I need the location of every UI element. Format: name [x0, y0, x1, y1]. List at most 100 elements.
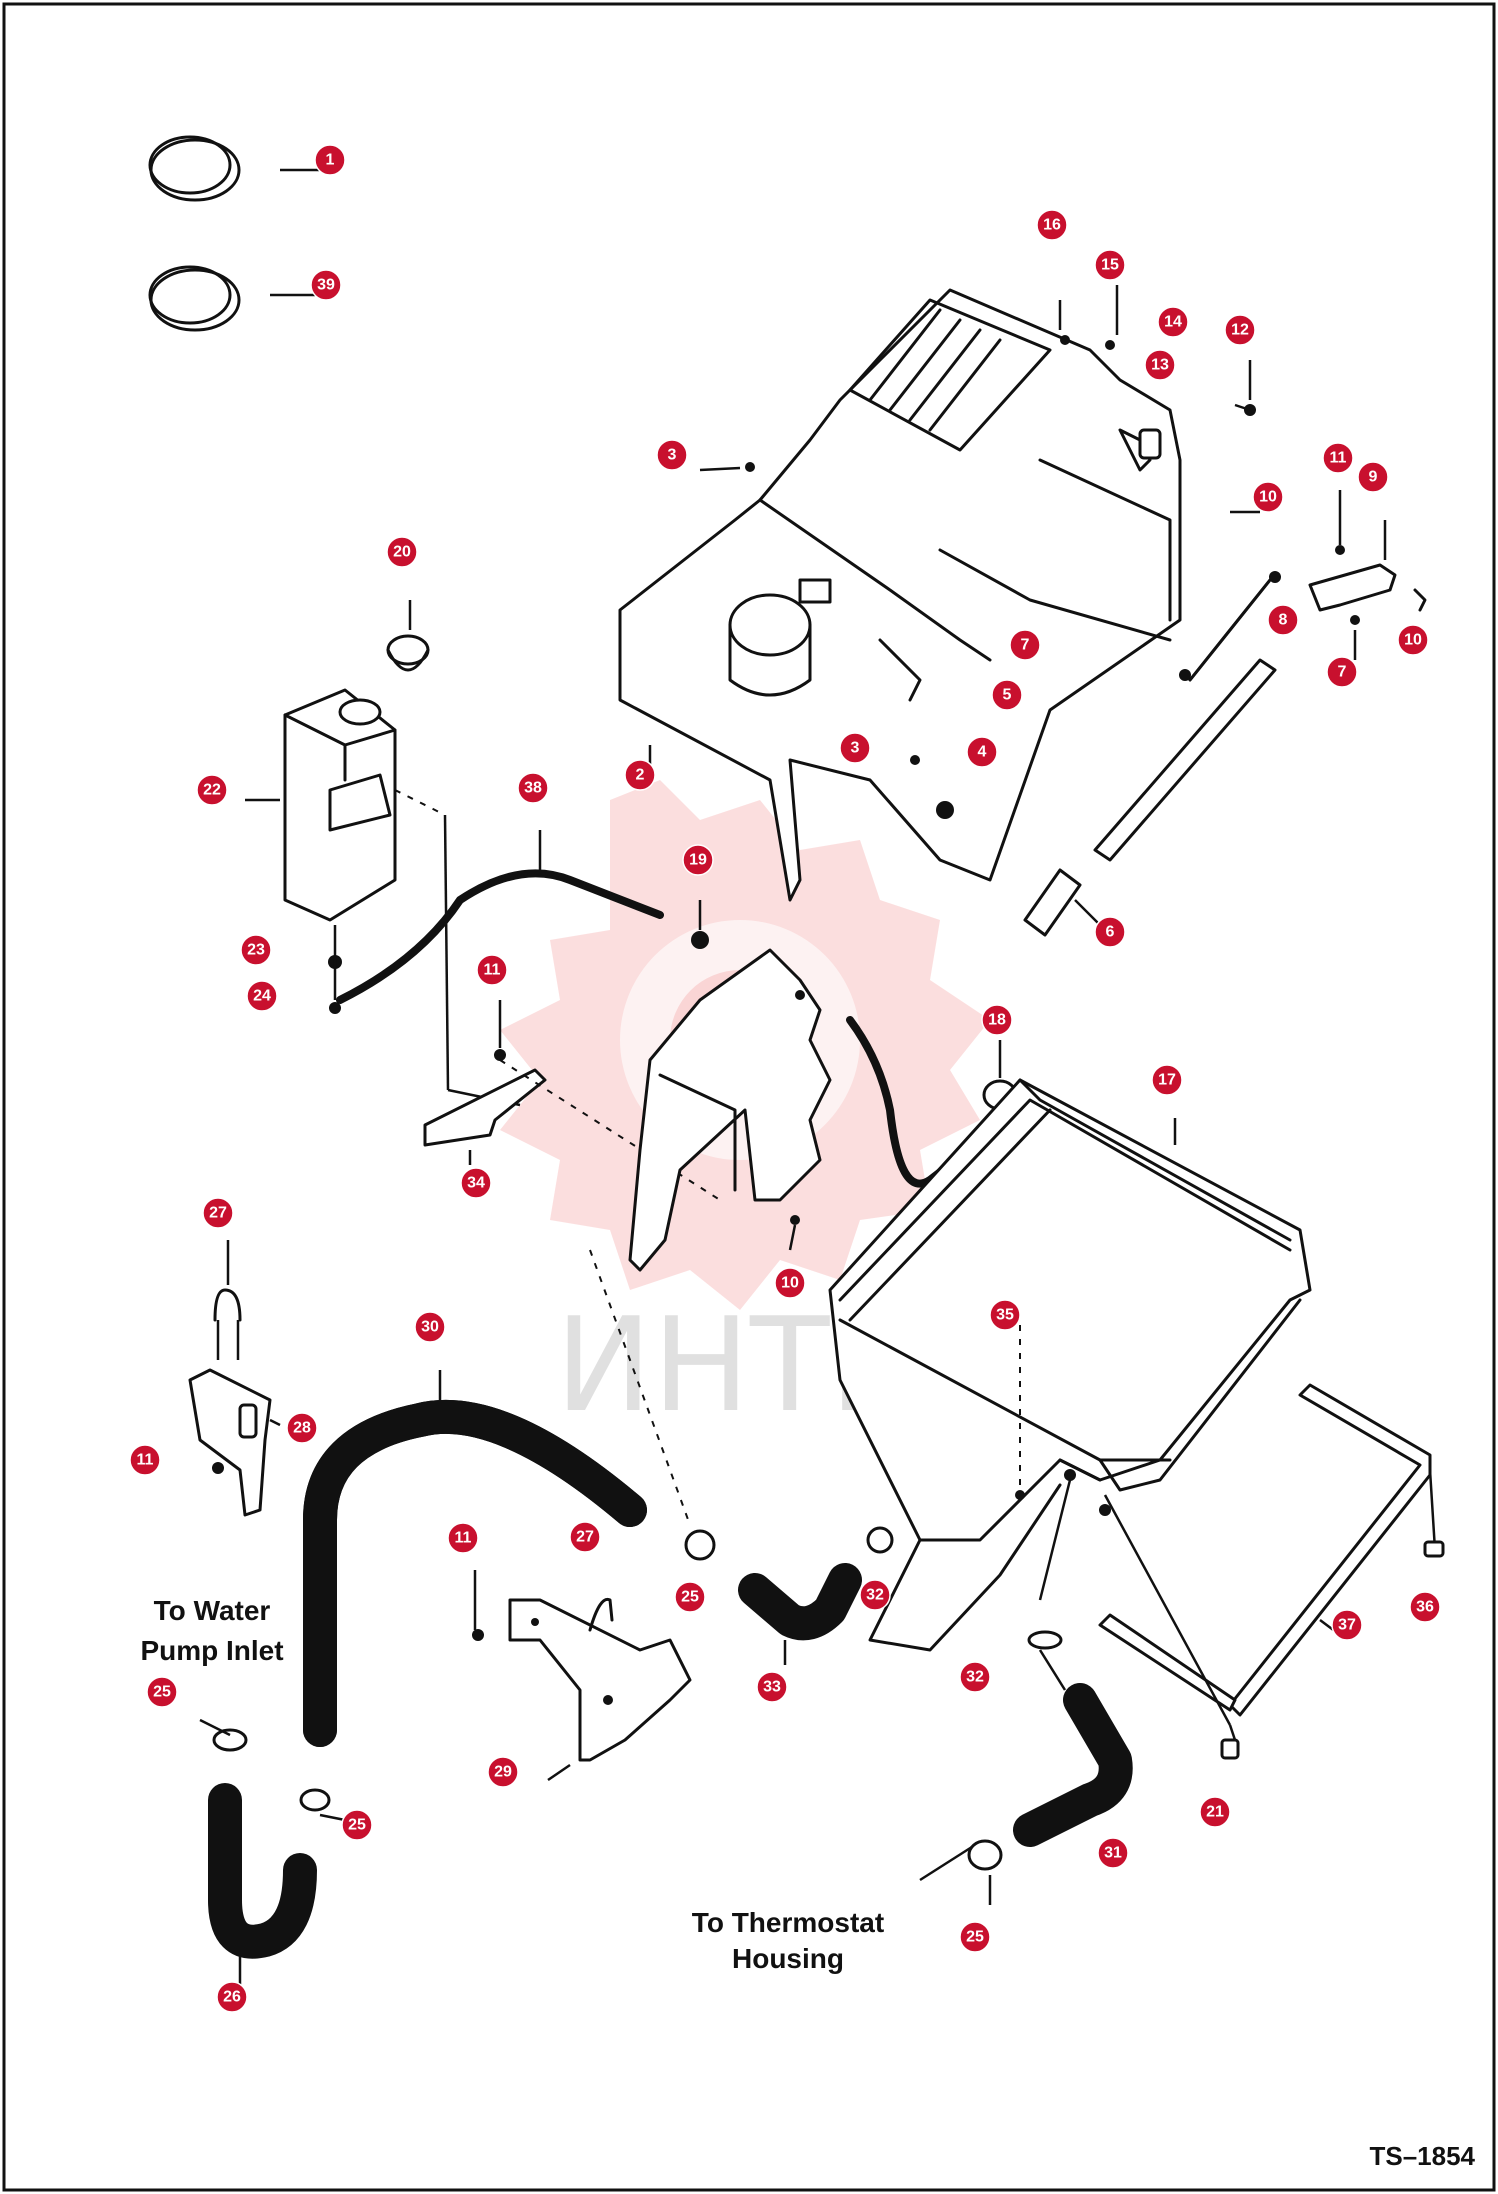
water-pump-inlet-label: To Water Pump Inlet [140, 1595, 283, 1666]
callout-7b: 7 [1326, 656, 1358, 688]
callout-3b: 3 [839, 732, 871, 764]
svg-text:1: 1 [326, 152, 335, 169]
svg-text:25: 25 [153, 1684, 171, 1701]
callout-9: 9 [1357, 461, 1389, 493]
callout-17: 17 [1151, 1064, 1183, 1096]
svg-text:27: 27 [209, 1205, 227, 1222]
upper-radiator-hose [303, 1370, 647, 1747]
svg-text:30: 30 [421, 1319, 439, 1336]
callout-26: 26 [216, 1981, 248, 2013]
svg-text:2: 2 [636, 767, 645, 784]
hose-bracket-29 [472, 1570, 692, 1782]
svg-text:10: 10 [781, 1275, 799, 1292]
svg-text:36: 36 [1416, 1599, 1434, 1616]
drawing-reference-number: TS–1854 [1369, 2141, 1475, 2171]
svg-text:31: 31 [1104, 1845, 1122, 1862]
callout-14: 14 [1157, 306, 1189, 338]
svg-text:24: 24 [253, 988, 271, 1005]
thermostat-housing-label: To Thermostat Housing [692, 1907, 884, 1974]
callout-11d: 11 [447, 1522, 479, 1554]
radiator [828, 1078, 1312, 1652]
callout-27b: 27 [569, 1521, 601, 1553]
svg-text:26: 26 [223, 1989, 241, 2006]
callout-12: 12 [1224, 314, 1256, 346]
callout-4: 4 [966, 736, 998, 768]
svg-text:To Thermostat: To Thermostat [692, 1907, 884, 1938]
svg-text:16: 16 [1043, 217, 1061, 234]
callout-34: 34 [460, 1167, 492, 1199]
hose-coil-39 [148, 265, 315, 332]
svg-text:3: 3 [668, 447, 677, 464]
svg-text:38: 38 [524, 780, 542, 797]
callout-8: 8 [1267, 604, 1299, 636]
svg-text:11: 11 [484, 962, 501, 979]
svg-text:8: 8 [1279, 612, 1288, 629]
callout-29: 29 [487, 1756, 519, 1788]
callout-11b: 11 [476, 954, 508, 986]
svg-text:10: 10 [1259, 489, 1277, 506]
shroud-bracket [1179, 490, 1427, 682]
callout-28: 28 [286, 1412, 318, 1444]
svg-text:22: 22 [203, 782, 221, 799]
hose-clip-bracket [423, 1000, 721, 1201]
callout-32a: 32 [859, 1579, 891, 1611]
hose-bracket-28 [188, 1240, 281, 1517]
svg-text:20: 20 [393, 544, 411, 561]
callout-23: 23 [240, 934, 272, 966]
radiator-bottom-bracket [1038, 1383, 1445, 1760]
svg-text:6: 6 [1106, 924, 1115, 941]
callout-22: 22 [196, 774, 228, 806]
callout-13: 13 [1144, 349, 1176, 381]
svg-text:12: 12 [1231, 322, 1249, 339]
callout-33: 33 [756, 1671, 788, 1703]
svg-text:11: 11 [137, 1452, 154, 1469]
svg-text:32: 32 [866, 1587, 884, 1604]
callout-39: 39 [310, 269, 342, 301]
hose-coil-1 [148, 135, 325, 202]
callout-36: 36 [1409, 1591, 1441, 1623]
svg-text:25: 25 [966, 1929, 984, 1946]
callout-37: 37 [1331, 1609, 1363, 1641]
callout-21: 21 [1199, 1796, 1231, 1828]
svg-text:29: 29 [494, 1764, 512, 1781]
callout-30: 30 [414, 1311, 446, 1343]
fan-shroud [618, 288, 1182, 902]
svg-text:39: 39 [317, 277, 335, 294]
callout-38: 38 [517, 772, 549, 804]
svg-text:15: 15 [1101, 257, 1119, 274]
svg-text:17: 17 [1158, 1072, 1176, 1089]
svg-text:25: 25 [681, 1589, 699, 1606]
svg-text:11: 11 [455, 1530, 472, 1547]
seal-strips [1023, 658, 1277, 937]
svg-text:28: 28 [293, 1420, 311, 1437]
callout-7a: 7 [1009, 629, 1041, 661]
svg-text:33: 33 [763, 1679, 781, 1696]
callout-25a: 25 [674, 1581, 706, 1613]
svg-text:23: 23 [247, 942, 265, 959]
callout-10c: 10 [774, 1267, 806, 1299]
callout-10a: 10 [1252, 481, 1284, 513]
callout-19: 19 [682, 844, 714, 876]
callout-11a: 11 [1322, 442, 1354, 474]
svg-text:11: 11 [1330, 450, 1347, 467]
svg-text:19: 19 [689, 852, 707, 869]
coolant-reservoir [245, 600, 521, 1107]
callout-10b: 10 [1397, 624, 1429, 656]
callout-11c: 11 [129, 1444, 161, 1476]
callout-5: 5 [991, 679, 1023, 711]
radiator-hose-31 [919, 1630, 1133, 1905]
callout-24: 24 [246, 980, 278, 1012]
callout-32b: 32 [959, 1661, 991, 1693]
mounting-plate [628, 948, 832, 1272]
svg-text:27: 27 [576, 1529, 594, 1546]
water-pump-hose [199, 1718, 346, 1985]
svg-text:13: 13 [1151, 357, 1169, 374]
svg-text:35: 35 [996, 1307, 1014, 1324]
radiator-hose-33 [589, 1249, 894, 1665]
callout-18: 18 [981, 1004, 1013, 1036]
svg-text:18: 18 [988, 1012, 1006, 1029]
callout-25d: 25 [959, 1921, 991, 1953]
svg-text:4: 4 [978, 744, 987, 761]
svg-text:7: 7 [1338, 664, 1347, 681]
